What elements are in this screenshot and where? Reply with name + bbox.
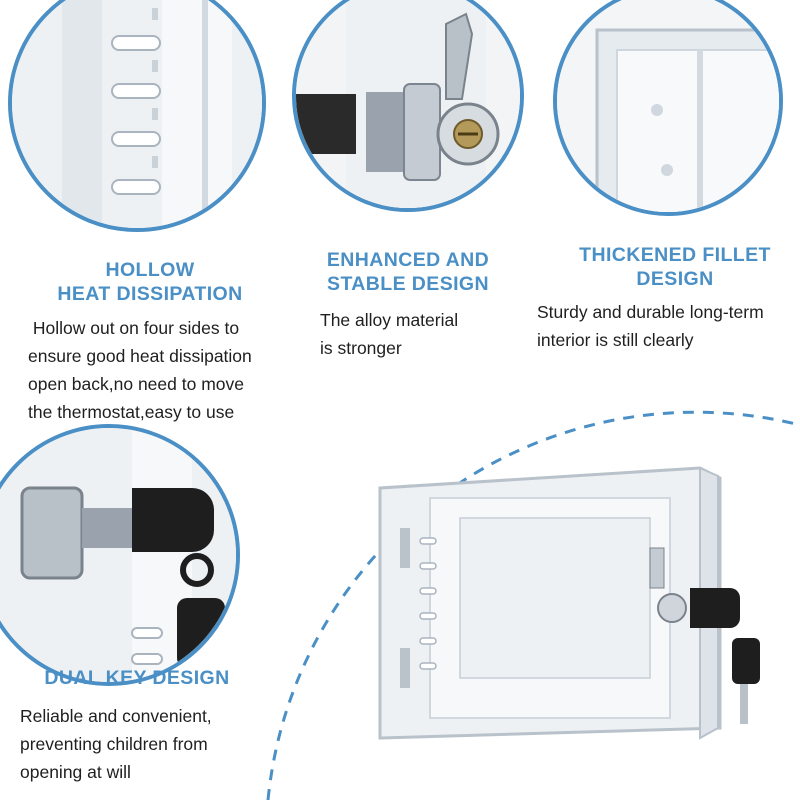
title-line: THICKENED FILLET (579, 244, 771, 266)
title-line: STABLE DESIGN (327, 273, 489, 295)
description-line: Hollow out on four sides to (28, 318, 240, 338)
description-line: The alloy material (320, 310, 459, 330)
feature-description-dual-key: Reliable and convenient, preventing chil… (20, 702, 212, 786)
description-line: open back,no need to move (28, 374, 244, 394)
key-in-lock-closeup-image (0, 424, 240, 686)
description-line: Sturdy and durable long-term (537, 302, 764, 322)
description-line: the thermostat,easy to use (28, 402, 235, 422)
lock-cylinder-closeup-image (292, 0, 524, 212)
title-line: ENHANCED AND (326, 249, 490, 271)
feature-title-hollow-heat-dissipation: HOLLOW HEAT DISSIPATION (40, 258, 260, 306)
title-line: DESIGN (636, 268, 714, 290)
description-line: ensure good heat dissipation (28, 346, 252, 366)
title-line: HEAT DISSIPATION (57, 283, 243, 305)
vented-side-closeup-image (8, 0, 266, 232)
feature-title-enhanced-stable-design: ENHANCED AND STABLE DESIGN (312, 248, 504, 296)
feature-description-enhanced: The alloy material is stronger (320, 306, 458, 362)
title-line: HOLLOW (105, 259, 195, 281)
feature-description-hollow: Hollow out on four sides to ensure good … (28, 314, 252, 426)
description-line: is stronger (320, 338, 402, 358)
product-image-thermostat-lock-box (360, 448, 760, 758)
feature-title-dual-key-design: DUAL KEY DESIGN (22, 666, 252, 690)
clear-cover-corner-closeup-image (553, 0, 783, 216)
description-line: interior is still clearly (537, 330, 694, 350)
description-line: Reliable and convenient, (20, 706, 212, 726)
feature-title-thickened-fillet-design: THICKENED FILLET DESIGN (560, 243, 790, 291)
description-line: opening at will (20, 762, 131, 782)
feature-description-thickened: Sturdy and durable long-term interior is… (537, 298, 764, 354)
description-line: preventing children from (20, 734, 208, 754)
title-line: DUAL KEY DESIGN (44, 667, 230, 689)
